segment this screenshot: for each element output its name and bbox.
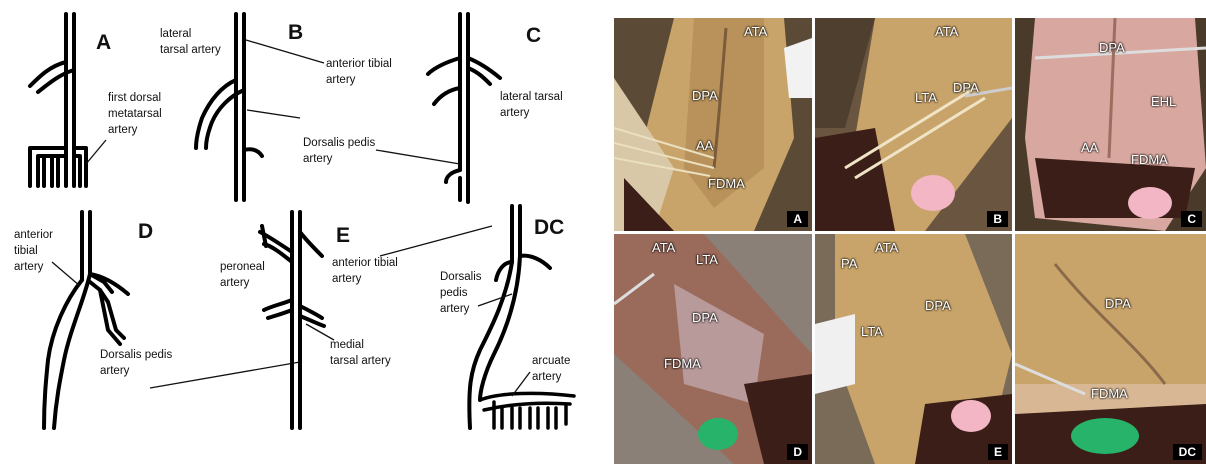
panel-letter-a: A — [96, 31, 111, 54]
label-artery-d2: artery — [100, 365, 130, 377]
photo-label: EHL — [1151, 94, 1176, 109]
photo-label: LTA — [915, 90, 937, 105]
photo-label: FDMA — [1091, 386, 1128, 401]
label-anterior-tibial-e: anterior tibial — [332, 257, 398, 269]
label-anterior-tibial-b: anterior tibial — [326, 58, 392, 70]
schematic-panel-c: C lateral tarsal artery — [428, 14, 563, 202]
photo-label: LTA — [861, 324, 883, 339]
schematic-panel-e: E peroneal artery anterior tibial artery… — [220, 212, 492, 428]
schematic-panel-dc: DC Dorsalis pedis artery arcuate artery — [440, 206, 574, 428]
label-arcuate: arcuate — [532, 355, 570, 367]
photo-label: AA — [696, 138, 713, 153]
label-dorsalis-dc: Dorsalis — [440, 271, 482, 283]
photo-image — [1015, 234, 1206, 464]
photo-label: DPA — [1099, 40, 1125, 55]
photo-label: DPA — [692, 310, 718, 325]
photo-label: ATA — [935, 24, 958, 39]
label-artery-c: artery — [500, 107, 530, 119]
photo-label: DPA — [925, 298, 951, 313]
label-artery-e2: artery — [332, 273, 362, 285]
pointer-line — [478, 294, 512, 306]
photo-label: DPA — [953, 80, 979, 95]
label-artery-dc1: artery — [440, 303, 470, 315]
photo-label: AA — [1081, 140, 1098, 155]
photo-panel-a: ATA DPA AA FDMA A — [614, 18, 812, 231]
label-metatarsal: metatarsal — [108, 108, 162, 120]
photo-label: LTA — [696, 252, 718, 267]
label-artery-a: artery — [108, 124, 138, 136]
label-artery-b2: artery — [303, 153, 333, 165]
photo-panel-b: ATA LTA DPA B — [815, 18, 1012, 231]
label-medial-tarsal-artery: tarsal artery — [330, 355, 391, 367]
label-tibial-d: tibial — [14, 245, 38, 257]
photo-panel-d: ATA LTA DPA FDMA D — [614, 234, 812, 464]
label-tarsal-artery: tarsal artery — [160, 44, 221, 56]
label-artery-b1: artery — [326, 74, 356, 86]
pointer-line — [247, 110, 300, 118]
photo-panel-tag: A — [787, 211, 808, 227]
label-pedis-dc: pedis — [440, 287, 468, 299]
photo-label: DPA — [1105, 296, 1131, 311]
photo-label: PA — [841, 256, 857, 271]
panel-letter-d: D — [138, 220, 153, 243]
dissection-photo-grid: ATA DPA AA FDMA A ATA LTA DPA B D — [614, 18, 1206, 464]
label-artery-d1: artery — [14, 261, 44, 273]
label-peroneal: peroneal — [220, 261, 265, 273]
label-medial: medial — [330, 339, 364, 351]
pointer-line — [52, 262, 80, 286]
photo-image — [614, 234, 812, 464]
photo-panel-tag: B — [987, 211, 1008, 227]
pointer-line — [246, 40, 324, 63]
label-lateral-tarsal-c: lateral tarsal — [500, 91, 563, 103]
pointer-line — [150, 362, 300, 388]
photo-panel-dc: DPA FDMA DC — [1015, 234, 1206, 464]
photo-label: ATA — [875, 240, 898, 255]
schematic-panel-d: D anterior tibial artery Dorsalis pedis … — [14, 212, 300, 428]
label-artery-dc2: artery — [532, 371, 562, 383]
schematic-panel-a: A first dorsal metatarsal artery — [30, 14, 162, 186]
photo-panel-tag: E — [988, 444, 1008, 460]
label-anterior-d: anterior — [14, 229, 53, 241]
panel-letter-b: B — [288, 21, 303, 44]
label-dorsalis-pedis-d: Dorsalis pedis — [100, 349, 172, 361]
photo-label: FDMA — [708, 176, 745, 191]
photo-label: DPA — [692, 88, 718, 103]
photo-image — [614, 18, 812, 231]
label-dorsalis-pedis-b: Dorsalis pedis — [303, 137, 375, 149]
photo-label: ATA — [744, 24, 767, 39]
photo-panel-e: PA ATA DPA LTA E — [815, 234, 1012, 464]
schematic-diagram: A first dorsal metatarsal artery B later… — [0, 0, 606, 464]
photo-panel-tag: DC — [1173, 444, 1202, 460]
panel-letter-e: E — [336, 224, 350, 247]
photo-label: FDMA — [1131, 152, 1168, 167]
label-first-dorsal: first dorsal — [108, 92, 161, 104]
pointer-line — [86, 140, 106, 164]
photo-label: ATA — [652, 240, 675, 255]
photo-image — [815, 18, 1012, 231]
label-artery-e1: artery — [220, 277, 250, 289]
label-lateral: lateral — [160, 28, 191, 40]
photo-label: FDMA — [664, 356, 701, 371]
photo-panel-tag: D — [787, 444, 808, 460]
pointer-line — [376, 150, 460, 164]
photo-panel-tag: C — [1181, 211, 1202, 227]
pointer-line — [380, 226, 492, 256]
panel-letter-dc: DC — [534, 216, 564, 239]
schematic-panel-b: B lateral tarsal artery anterior tibial … — [160, 14, 460, 200]
photo-panel-c: DPA EHL AA FDMA C — [1015, 18, 1206, 231]
panel-letter-c: C — [526, 24, 541, 47]
